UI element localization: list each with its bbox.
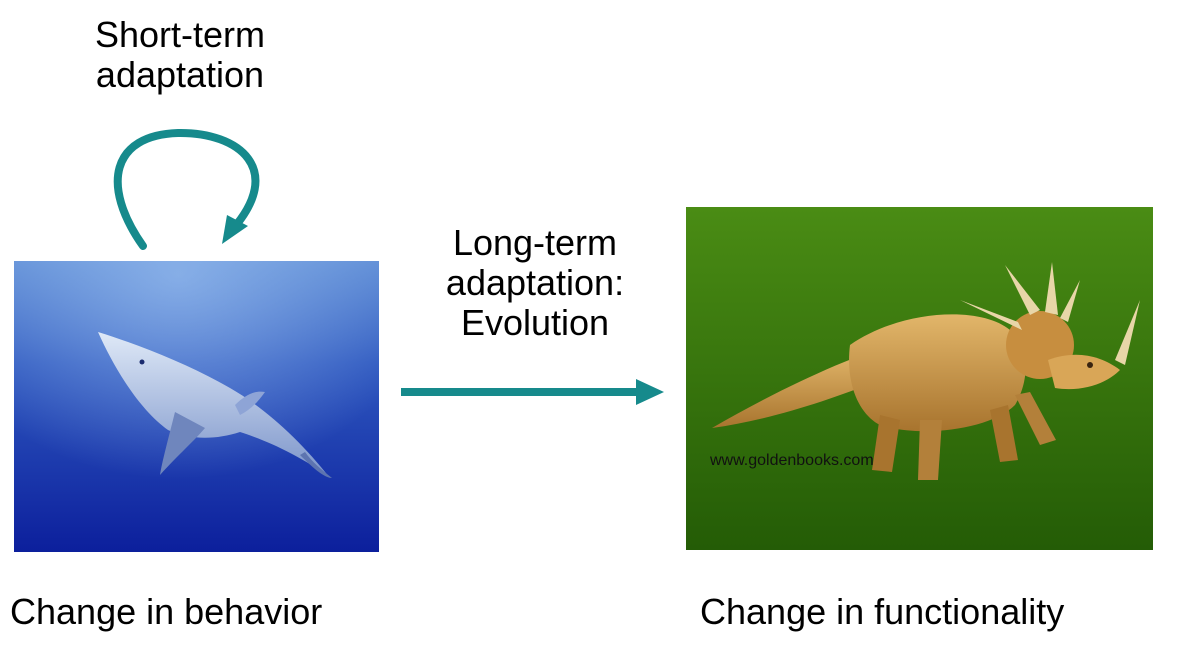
shark-photo [14, 261, 379, 552]
dinosaur-illustration: www.goldenbooks.com [686, 207, 1153, 550]
watermark-text: www.goldenbooks.com [709, 452, 874, 469]
evolution-arrow [401, 379, 664, 405]
loop-arrow [118, 133, 256, 246]
